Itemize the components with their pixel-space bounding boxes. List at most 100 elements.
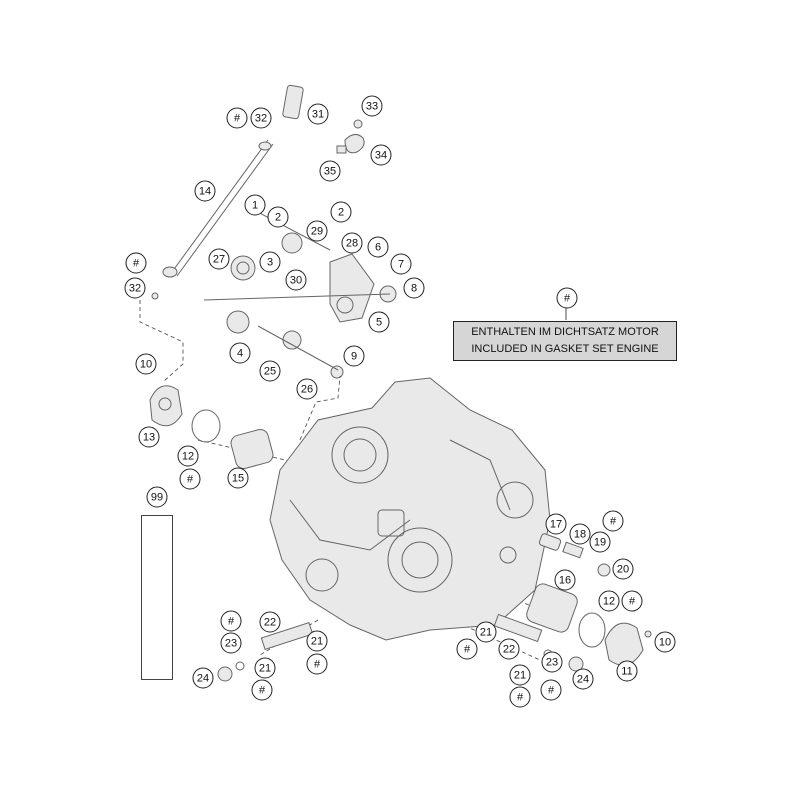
callout-gasket-marker: # xyxy=(125,252,147,274)
callout-label: # xyxy=(234,113,241,125)
callout-part-21: 21 xyxy=(509,664,531,686)
callout-label: 14 xyxy=(199,186,211,198)
callout-part-99: 99 xyxy=(146,486,168,508)
callout-label: 11 xyxy=(621,666,632,678)
callout-label: 24 xyxy=(197,673,209,685)
kit-99-bracket xyxy=(141,515,173,680)
oil-tube-assembly xyxy=(151,84,304,300)
callout-gasket-marker: # xyxy=(556,287,578,309)
callout-label: 22 xyxy=(264,617,276,629)
callout-part-11: 11 xyxy=(616,660,638,682)
callout-gasket-marker: # xyxy=(251,679,273,701)
callout-label: 6 xyxy=(375,242,381,254)
callout-part-34: 34 xyxy=(370,144,392,166)
callout-part-10: 10 xyxy=(135,353,157,375)
gasket-note-line-2: INCLUDED IN GASKET SET ENGINE xyxy=(471,343,659,355)
callout-label: 9 xyxy=(351,351,357,363)
callout-label: 19 xyxy=(594,537,606,549)
callout-part-23: 23 xyxy=(220,632,242,654)
callout-part-28: 28 xyxy=(341,232,363,254)
callout-label: # xyxy=(133,258,140,270)
callout-part-3: 3 xyxy=(259,251,281,273)
callout-part-21: 21 xyxy=(306,630,328,652)
callout-label: 7 xyxy=(398,259,404,271)
callout-part-32: 32 xyxy=(250,107,272,129)
callout-part-30: 30 xyxy=(285,269,307,291)
callout-label: 26 xyxy=(301,384,313,396)
callout-gasket-marker: # xyxy=(509,686,531,708)
pressure-relief-valves xyxy=(217,613,584,682)
callout-part-32: 32 xyxy=(124,277,146,299)
callout-part-21: 21 xyxy=(254,657,276,679)
callout-label: 23 xyxy=(225,638,237,650)
callout-label: 21 xyxy=(514,670,526,682)
callout-part-24: 24 xyxy=(572,668,594,690)
callout-label: 30 xyxy=(290,275,302,287)
callout-gasket-marker: # xyxy=(456,638,478,660)
callout-part-15: 15 xyxy=(227,467,249,489)
callout-label: 29 xyxy=(311,226,323,238)
callout-part-25: 25 xyxy=(259,360,281,382)
callout-part-9: 9 xyxy=(343,345,365,367)
callout-label: 22 xyxy=(503,644,515,656)
callout-label: 23 xyxy=(546,657,558,669)
filter-cover-left xyxy=(149,385,274,470)
callout-label: 15 xyxy=(232,473,244,485)
callout-label: 3 xyxy=(267,257,273,269)
gasket-note-line-1: ENTHALTEN IM DICHTSATZ MOTOR xyxy=(471,326,659,338)
callout-label: 4 xyxy=(237,348,243,360)
callout-part-29: 29 xyxy=(306,220,328,242)
callout-label: # xyxy=(517,692,524,704)
sensor-part xyxy=(336,119,365,154)
callout-label: 25 xyxy=(264,366,276,378)
callout-label: 21 xyxy=(259,663,271,675)
filter-cover-right xyxy=(526,533,652,666)
callout-label: 28 xyxy=(346,238,358,250)
callout-part-6: 6 xyxy=(367,236,389,258)
callout-label: 21 xyxy=(480,627,492,639)
callout-label: 33 xyxy=(366,101,378,113)
callout-gasket-marker: # xyxy=(540,679,562,701)
callout-label: 16 xyxy=(559,575,571,587)
engine-crankcase xyxy=(269,377,551,641)
callout-label: # xyxy=(187,474,194,486)
callout-part-33: 33 xyxy=(361,95,383,117)
callout-label: # xyxy=(629,596,636,608)
callout-part-12: 12 xyxy=(177,445,199,467)
callout-label: 10 xyxy=(140,359,152,371)
callout-label: # xyxy=(610,516,617,528)
callout-part-2: 2 xyxy=(267,206,289,228)
callout-label: # xyxy=(464,644,471,656)
callout-part-4: 4 xyxy=(229,342,251,364)
callout-gasket-marker: # xyxy=(306,653,328,675)
callout-part-14: 14 xyxy=(194,180,216,202)
callout-part-19: 19 xyxy=(589,531,611,553)
callout-label: 21 xyxy=(311,636,323,648)
callout-part-26: 26 xyxy=(296,378,318,400)
callout-label: # xyxy=(314,659,321,671)
callout-part-21: 21 xyxy=(475,621,497,643)
callout-label: 99 xyxy=(151,492,163,504)
callout-label: 2 xyxy=(275,212,281,224)
callout-label: 8 xyxy=(411,283,417,295)
callout-part-31: 31 xyxy=(307,103,329,125)
callout-part-22: 22 xyxy=(259,611,281,633)
callout-gasket-marker: # xyxy=(602,510,624,532)
callout-label: 12 xyxy=(182,451,194,463)
callout-label: 20 xyxy=(617,564,629,576)
callout-part-18: 18 xyxy=(569,523,591,545)
callout-label: 1 xyxy=(252,200,258,212)
callout-part-35: 35 xyxy=(319,160,341,182)
oil-pump-gears xyxy=(203,207,397,379)
callout-gasket-marker: # xyxy=(226,107,248,129)
callout-label: 10 xyxy=(659,637,671,649)
callout-part-22: 22 xyxy=(498,638,520,660)
callout-label: 17 xyxy=(550,519,562,531)
callout-gasket-marker: # xyxy=(621,590,643,612)
callout-part-12: 12 xyxy=(598,590,620,612)
callout-part-16: 16 xyxy=(554,569,576,591)
callout-part-1: 1 xyxy=(244,194,266,216)
callout-label: 32 xyxy=(255,113,267,125)
callout-label: 32 xyxy=(129,283,141,295)
